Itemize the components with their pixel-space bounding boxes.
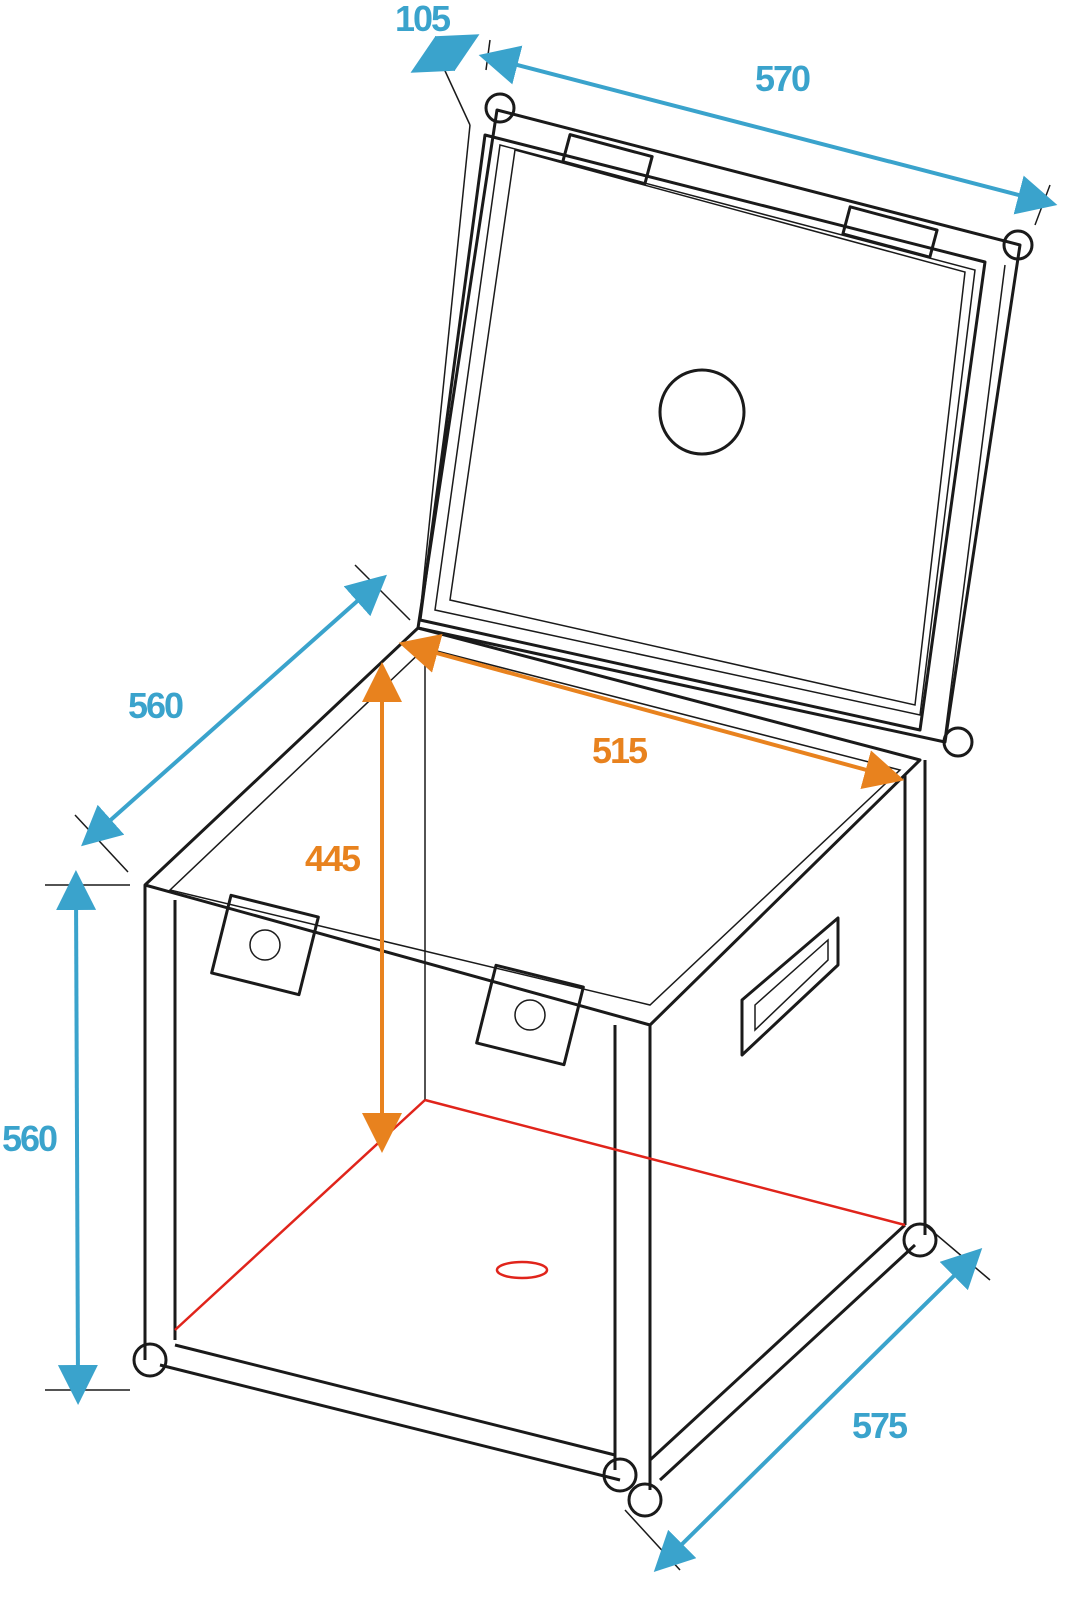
dimension-label-bottom-depth: 575 [852, 1405, 908, 1446]
dimension-label-inner-height: 445 [305, 838, 361, 879]
side-handle-icon [740, 916, 840, 1057]
floor-recess [495, 1260, 549, 1280]
lid-handle-icon [841, 205, 939, 259]
dimension-lines [45, 34, 1058, 1573]
latch-icon [210, 893, 320, 997]
lid [416, 92, 1034, 758]
dimension-label-top-depth: 560 [128, 685, 184, 726]
lid-cup-recess [658, 368, 746, 456]
dimension-label-inner-width: 515 [592, 730, 648, 771]
case-body [132, 626, 938, 1518]
dimension-label-lid-width: 570 [755, 58, 811, 99]
dimension-label-lid-depth: 105 [395, 0, 451, 39]
latch-icon [475, 963, 585, 1067]
dimension-label-box-height: 560 [2, 1118, 58, 1159]
